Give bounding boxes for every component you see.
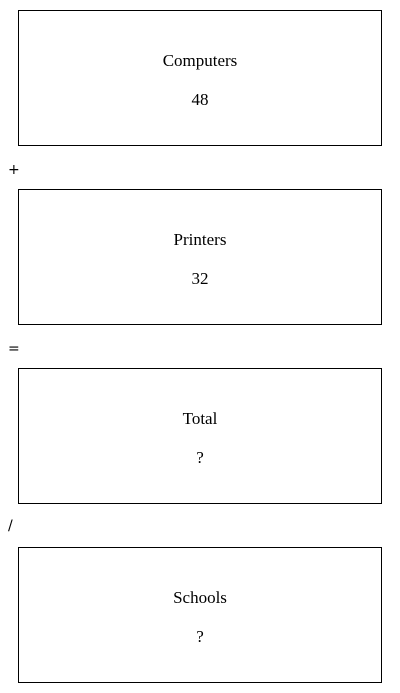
box-value: ? — [196, 448, 204, 467]
box-label: Printers — [173, 230, 227, 249]
equals-operator: = — [8, 341, 20, 357]
box-value: 48 — [191, 90, 209, 109]
box-value: ? — [196, 627, 204, 646]
box-value: 32 — [191, 269, 209, 288]
box-label: Schools — [173, 588, 227, 607]
schools-box: Schools ? — [18, 547, 382, 683]
printers-box: Printers 32 — [18, 189, 382, 325]
box-label: Computers — [162, 51, 238, 70]
computers-box: Computers 48 — [18, 10, 382, 146]
box-label: Total — [182, 409, 218, 428]
divide-operator: / — [8, 518, 13, 534]
plus-operator: + — [8, 162, 20, 178]
total-box: Total ? — [18, 368, 382, 504]
